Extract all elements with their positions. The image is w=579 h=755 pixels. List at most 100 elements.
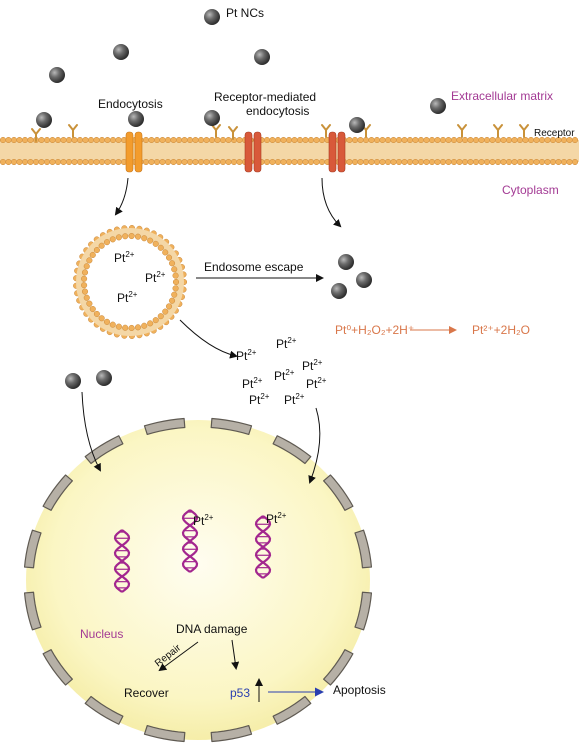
- lipid-head: [109, 158, 117, 166]
- lipid-head: [478, 136, 485, 144]
- lipid-head: [60, 136, 67, 144]
- lipid-head: [313, 158, 320, 166]
- lipid-head: [395, 158, 403, 166]
- lipid-head: [153, 136, 161, 144]
- lipid-head: [384, 158, 392, 166]
- pt-nanocluster: [128, 111, 144, 127]
- lipid-head: [478, 158, 485, 166]
- lipid-head: [269, 136, 276, 144]
- lipid-head: [219, 136, 227, 144]
- lipid-head: [208, 136, 216, 144]
- receptor-icon: [228, 126, 238, 140]
- dna-group: [113, 509, 272, 593]
- lipid-head: [538, 158, 546, 166]
- pt-nanocluster: [65, 373, 81, 389]
- lipid-head: [16, 158, 23, 166]
- pt-nanocluster: [254, 49, 270, 65]
- endocytosis-label: Endocytosis: [98, 97, 163, 111]
- lipid-head: [197, 158, 205, 166]
- lipid-head: [511, 158, 518, 166]
- receptor-mediated-label: Receptor-mediated: [214, 90, 316, 104]
- lipid-head: [461, 136, 469, 144]
- lipid-head: [203, 158, 210, 166]
- nuclear-pore-segment: [210, 417, 253, 436]
- lipid-head: [43, 136, 51, 144]
- lipid-head: [104, 136, 111, 144]
- endosome-escape-label: Endosome escape: [204, 260, 304, 274]
- lipid-head: [170, 136, 177, 144]
- arrow-dna-to-p53: [231, 639, 240, 670]
- pt-nanocluster: [49, 67, 65, 83]
- nuclear-pore-segment: [272, 435, 312, 465]
- receptor-icon: [519, 124, 529, 138]
- lipid-head: [115, 136, 122, 144]
- lipid-head: [263, 158, 271, 166]
- lipid-head: [225, 158, 232, 166]
- arrow-ions-to-nucleus: [308, 407, 321, 484]
- lipid-head: [302, 136, 309, 144]
- nuclear-pore-segment: [272, 695, 312, 725]
- lipid-head: [500, 136, 507, 144]
- lipid-head: [263, 136, 271, 144]
- lipid-head: [115, 158, 122, 166]
- extracellular-matrix-label: Extracellular matrix: [451, 89, 553, 103]
- arrows: [81, 177, 342, 702]
- lipid-head: [87, 136, 95, 144]
- pt-nanocluster: [338, 254, 354, 270]
- p53-label: p53: [230, 686, 250, 700]
- pt-ion-label: Pt2+: [117, 290, 138, 305]
- lipid-head: [285, 136, 293, 144]
- lipid-head: [434, 158, 441, 166]
- lipid-head: [214, 158, 221, 166]
- lipid-head: [439, 136, 447, 144]
- lipid-head: [318, 136, 326, 144]
- lipid-head: [43, 158, 51, 166]
- lipid-head: [450, 136, 458, 144]
- dna-helix: [181, 509, 199, 573]
- lipid-head: [291, 136, 298, 144]
- lipid-head: [516, 158, 524, 166]
- recover-label: Recover: [124, 686, 169, 700]
- lipid-head: [230, 158, 238, 166]
- lipid-head: [38, 136, 45, 144]
- lipid-head: [401, 136, 408, 144]
- lipid-head: [494, 136, 502, 144]
- reaction-reactants: Pt⁰+H₂O₂+2H⁺: [335, 323, 414, 337]
- pt-ion-label: Pt2+: [306, 376, 327, 391]
- lipid-head: [467, 158, 474, 166]
- lipid-head: [522, 158, 529, 166]
- lipid-head: [434, 136, 441, 144]
- lipid-head: [544, 158, 551, 166]
- lipid-head: [208, 158, 216, 166]
- lipid-head: [82, 158, 89, 166]
- lipid-head: [170, 158, 177, 166]
- lipid-head: [313, 136, 320, 144]
- nuclear-envelope: [23, 417, 373, 743]
- lipid-head: [395, 136, 403, 144]
- lipid-head: [351, 136, 359, 144]
- lipid-head: [192, 158, 199, 166]
- pt-ion-label: Pt2+: [236, 348, 257, 363]
- lipid-head: [27, 158, 34, 166]
- cytoplasm-label: Cytoplasm: [502, 183, 559, 197]
- dna-damage-label: DNA damage: [176, 622, 248, 636]
- receptor-label: Receptor: [534, 128, 575, 139]
- lipid-head: [236, 158, 243, 166]
- reaction-products: Pt²⁺+2H₂O: [472, 323, 530, 337]
- lipid-head: [164, 136, 172, 144]
- receptor-channel: [244, 131, 346, 173]
- nuclear-pore-segment: [143, 417, 186, 436]
- lipid-head: [159, 136, 166, 144]
- lipid-head: [379, 158, 386, 166]
- lipid-head: [296, 158, 304, 166]
- lipid-head: [489, 158, 496, 166]
- pt-nanocluster: [36, 112, 52, 128]
- nuclear-pore-segment: [354, 529, 373, 569]
- apoptosis-label: Apoptosis: [333, 683, 386, 697]
- pt-nanocluster: [430, 98, 446, 114]
- lipid-head: [16, 136, 23, 144]
- lipid-head: [5, 136, 12, 144]
- lipid-head: [423, 136, 430, 144]
- membrane-channel: [125, 131, 143, 173]
- lipid-head: [142, 136, 150, 144]
